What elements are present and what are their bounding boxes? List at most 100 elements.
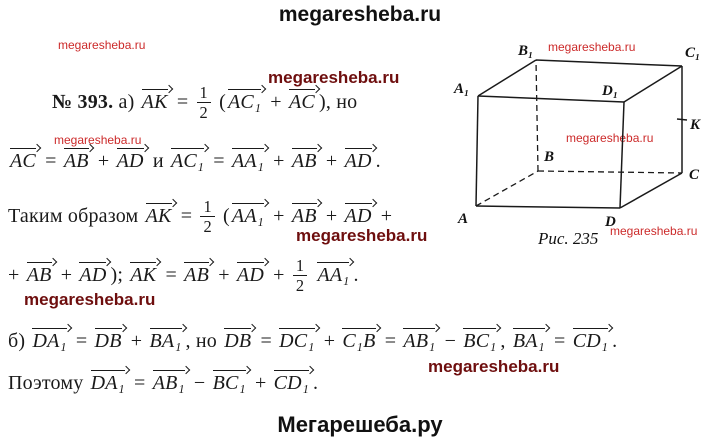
math-text: = bbox=[548, 330, 571, 352]
vector-term: AD bbox=[236, 262, 267, 287]
math-text: = bbox=[379, 330, 402, 352]
math-text: + bbox=[8, 264, 25, 287]
watermark: megaresheba.ru bbox=[54, 133, 142, 147]
math-text: + bbox=[213, 264, 235, 287]
vector-term: BC₁ bbox=[462, 328, 499, 353]
vector-term: AK bbox=[145, 203, 175, 228]
math-text: − bbox=[188, 372, 211, 394]
vector-term: AA₁ bbox=[316, 262, 352, 287]
vector-term: AD bbox=[116, 148, 147, 173]
vector-term: AC bbox=[288, 89, 318, 114]
vector-term: AB bbox=[63, 148, 92, 173]
vector-term: DA₁ bbox=[31, 328, 69, 353]
vector-term: AB bbox=[183, 262, 212, 287]
watermark: megaresheba.ru bbox=[296, 226, 428, 245]
math-text: = bbox=[39, 150, 62, 172]
vertex-label-d1: D₁ bbox=[601, 83, 618, 99]
vector-term: AC₁ bbox=[170, 148, 207, 173]
math-text: . bbox=[312, 372, 319, 394]
watermark: megaresheba.ru bbox=[428, 357, 560, 376]
vector-term: AC₁ bbox=[227, 89, 264, 114]
math-text: − bbox=[439, 330, 462, 352]
vector-term: AA₁ bbox=[231, 148, 267, 173]
vertex-label-a: A bbox=[457, 211, 468, 227]
math-text: = bbox=[208, 150, 230, 172]
math-text: ); bbox=[110, 264, 129, 287]
solution-line-2: AC = AB + AD и AC₁ = AA₁ + AB + AD. bbox=[8, 148, 381, 173]
math-text: . bbox=[375, 150, 381, 172]
math-text: ), но bbox=[318, 91, 358, 114]
math-text: + bbox=[55, 264, 78, 287]
vector-term: DB bbox=[94, 328, 125, 353]
math-text: , bbox=[500, 330, 511, 352]
watermark: megaresheba.ru bbox=[268, 68, 400, 87]
math-text: + bbox=[267, 205, 290, 228]
vector-term: AB bbox=[26, 262, 55, 287]
math-text: + bbox=[249, 372, 272, 394]
site-title-top: megaresheba.ru bbox=[278, 3, 442, 26]
math-text: а) bbox=[113, 91, 140, 114]
math-text: , но bbox=[185, 330, 223, 352]
vector-term: AB₁ bbox=[152, 370, 188, 395]
math-text: = bbox=[255, 330, 278, 352]
math-text: + bbox=[267, 150, 290, 172]
math-text: Таким образом bbox=[8, 205, 144, 228]
watermark: megaresheba.ru bbox=[24, 290, 156, 309]
vertex-label-b: B bbox=[543, 149, 554, 165]
vertex-label-a1: A₁ bbox=[453, 81, 469, 97]
math-text: Поэтому bbox=[8, 372, 89, 394]
math-text: + bbox=[318, 330, 341, 352]
vertex-label-c1: C₁ bbox=[685, 45, 700, 61]
watermark: megaresheba.ru bbox=[566, 131, 654, 145]
math-text: = bbox=[128, 372, 151, 394]
math-text: + bbox=[267, 264, 290, 287]
vector-term: DB bbox=[223, 328, 254, 353]
math-text: = bbox=[171, 91, 194, 114]
math-text: + bbox=[92, 150, 115, 172]
solution-line-5: б) DA₁ = DB + BA₁, но DB = DC₁ + C₁B = A… bbox=[8, 328, 618, 353]
watermark: megaresheba.ru bbox=[610, 224, 698, 238]
vector-term: C₁B bbox=[341, 328, 378, 353]
math-text: + bbox=[320, 205, 343, 228]
vertex-label-b1: B₁ bbox=[517, 43, 533, 59]
vector-term: AD bbox=[78, 262, 109, 287]
math-text: ( bbox=[213, 91, 226, 114]
math-text: + bbox=[125, 330, 148, 352]
math-text: + bbox=[375, 205, 393, 228]
solution-line-6: Поэтому DA₁ = AB₁ − BC₁ + CD₁. bbox=[8, 370, 319, 395]
vector-term: AK bbox=[129, 262, 159, 287]
math-text: = bbox=[160, 264, 183, 287]
math-text: и bbox=[147, 150, 169, 172]
vector-term: BC₁ bbox=[212, 370, 249, 395]
math-text bbox=[310, 264, 315, 286]
vector-term: AA₁ bbox=[231, 203, 267, 228]
vector-term: AK bbox=[141, 89, 171, 114]
parallelepiped-drawing: A₁ B₁ C₁ D₁ K B C A D bbox=[453, 43, 701, 230]
vector-term: CD₁ bbox=[273, 370, 312, 395]
vertex-label-d: D bbox=[604, 214, 616, 230]
vector-term: AD bbox=[344, 203, 375, 228]
vector-term: AD bbox=[344, 148, 375, 173]
math-text: б) bbox=[8, 330, 31, 352]
vertex-label-c: C bbox=[689, 167, 700, 183]
math-text: = bbox=[175, 205, 198, 228]
vector-term: DA₁ bbox=[90, 370, 128, 395]
math-text: . bbox=[612, 330, 618, 352]
figure-parallelepiped: A₁ B₁ C₁ D₁ K B C A D Рис. 235 bbox=[450, 33, 718, 255]
math-text: № 393. bbox=[52, 91, 114, 114]
vector-term: AB₁ bbox=[402, 328, 438, 353]
vector-term: DC₁ bbox=[278, 328, 317, 353]
watermark: megaresheba.ru bbox=[548, 40, 636, 54]
math-text: ( bbox=[217, 205, 230, 228]
math-text: + bbox=[320, 150, 343, 172]
vector-term: AC bbox=[9, 148, 39, 173]
math-text: = bbox=[70, 330, 93, 352]
vector-term: CD₁ bbox=[572, 328, 611, 353]
vertex-label-k: K bbox=[689, 117, 701, 133]
